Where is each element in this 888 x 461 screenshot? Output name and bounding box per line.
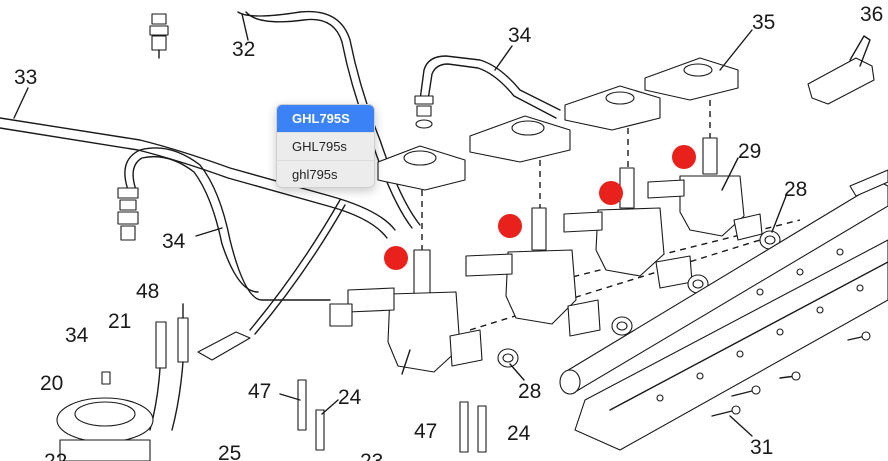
- hotspot-marker-3[interactable]: [599, 181, 623, 205]
- tube-34-lower: [124, 147, 331, 301]
- burner-20: [56, 371, 154, 461]
- callout-34-lower: 34: [65, 324, 89, 347]
- gas-pipe-33: [0, 117, 396, 239]
- hotspot-marker-1[interactable]: [384, 246, 408, 270]
- burner-caps-35: [377, 57, 739, 191]
- callout-48: 48: [136, 280, 159, 303]
- callout-33: 33: [14, 66, 37, 89]
- fitting-top-left: [149, 13, 169, 59]
- callout-23: 23: [360, 450, 383, 461]
- dropdown-option-1[interactable]: GHL795s: [277, 132, 374, 160]
- hotspot-marker-2[interactable]: [498, 214, 522, 238]
- hotspot-marker-4[interactable]: [672, 145, 696, 169]
- callout-28-lower: 28: [518, 380, 541, 403]
- callout-31: 31: [750, 436, 773, 459]
- dropdown-option-0[interactable]: GHL795S: [277, 105, 374, 132]
- screws-31: [711, 331, 871, 417]
- valves-29: [329, 137, 763, 375]
- callout-47-right: 47: [414, 420, 437, 443]
- callout-labels: 36 32 34 35 33 29 28 34 48 21 34 20 47 2…: [14, 3, 883, 461]
- callout-36: 36: [860, 3, 883, 26]
- callout-21: 21: [108, 310, 131, 333]
- fitting-mid: [414, 95, 434, 129]
- leader-lines: [13, 13, 787, 437]
- fitting-left: [117, 187, 139, 241]
- tube-34-upper: [419, 55, 561, 119]
- callout-29: 29: [738, 140, 761, 163]
- hotspot-markers[interactable]: [384, 145, 696, 270]
- callout-47-left: 47: [248, 380, 271, 403]
- connector: [197, 199, 346, 361]
- callout-35: 35: [752, 11, 775, 34]
- model-dropdown-menu[interactable]: GHL795S GHL795s ghl795s: [276, 104, 375, 188]
- rail-holes: [656, 248, 864, 402]
- callout-24-left: 24: [338, 386, 362, 409]
- manifold-rail-31: [559, 169, 888, 451]
- callout-25: 25: [218, 442, 241, 461]
- part-36: [807, 35, 875, 105]
- callout-28-right: 28: [784, 178, 807, 201]
- dropdown-option-2[interactable]: ghl795s: [277, 160, 374, 187]
- electrodes-21-48: [149, 303, 189, 431]
- callout-22: 22: [44, 450, 67, 461]
- thermocouples-47-24: [297, 379, 487, 453]
- callout-24-right: 24: [507, 422, 531, 445]
- callout-34-top: 34: [508, 24, 532, 47]
- callout-32: 32: [232, 38, 255, 61]
- callout-20: 20: [40, 372, 63, 395]
- callout-34-left: 34: [162, 230, 186, 253]
